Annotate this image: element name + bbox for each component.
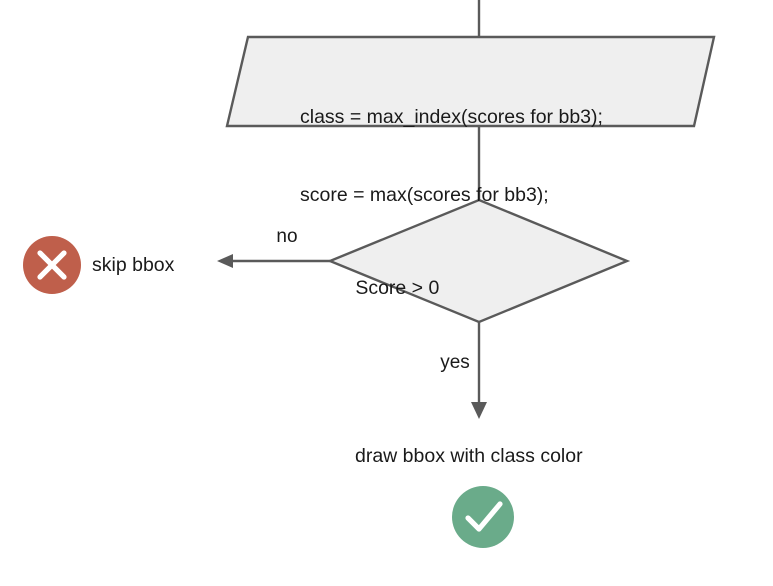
process-line-1: class = max_index(scores for bb3);: [300, 106, 603, 129]
process-node-text: class = max_index(scores for bb3); score…: [300, 54, 603, 260]
arrowhead-yes-branch: [471, 402, 487, 419]
reject-node-label: skip bbox: [92, 254, 175, 276]
arrowhead-no-branch: [217, 254, 233, 268]
accept-node-label: draw bbox with class color: [355, 445, 583, 467]
edge-label-no: no: [276, 226, 298, 247]
accept-circle: [452, 486, 514, 548]
check-icon: [465, 501, 503, 532]
decision-node-label: Score > 0: [0, 250, 773, 327]
process-node-parallelogram: [225, 35, 716, 128]
edge-label-yes: yes: [440, 352, 470, 373]
cross-icon: [37, 250, 67, 280]
process-line-2: score = max(scores for bb3);: [300, 183, 549, 206]
decision-label-text: Score > 0: [355, 276, 440, 299]
